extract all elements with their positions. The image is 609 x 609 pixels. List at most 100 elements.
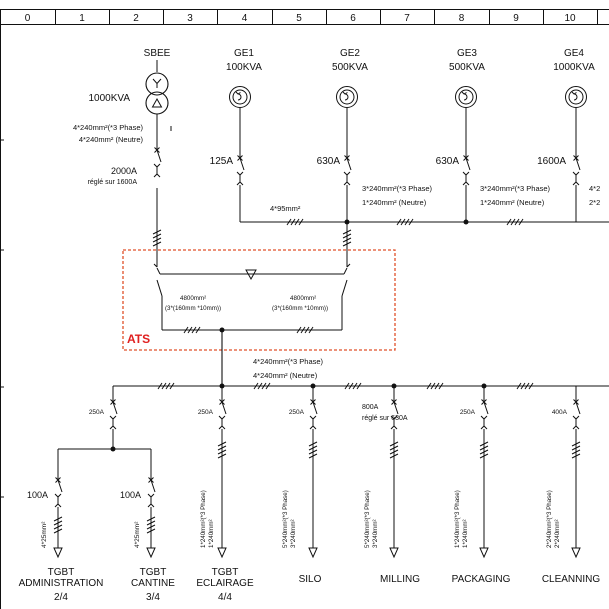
ruler-label-7: 7 (404, 13, 410, 24)
ruler-label-10: 10 (564, 13, 576, 24)
gen-breaker-icon (572, 155, 581, 186)
cable-hatch-icon (308, 441, 318, 459)
cable-hatch-icon (516, 382, 534, 390)
ruler-label-6: 6 (350, 13, 356, 24)
load-arrow-icon (308, 547, 318, 559)
generator-ge3: GE3 500KVA 630A (436, 48, 486, 167)
load-arrow-icon (146, 547, 156, 559)
load-labels: TGBT ADMINISTRATION 2/4 TGBT CANTINE 3/4… (19, 567, 601, 603)
generator-ge1: GE1 100KVA 125A (210, 48, 263, 167)
feeder-breaker-icon (572, 399, 581, 430)
generator-icon (455, 86, 477, 108)
sub-admin-breaker: 100A (27, 490, 48, 500)
generator-icon (229, 86, 251, 108)
feeder-eclairage-breaker: 250A (198, 409, 214, 416)
load-admin-page: 2/4 (54, 592, 68, 603)
cable-hatch-icon (253, 382, 271, 390)
cable-hatch-icon (571, 441, 581, 459)
ge3-breaker-rating: 630A (436, 156, 460, 167)
generator-bus: 4*95mm² 3*240mm²(*3 Phase) 1*240mm² (Neu… (240, 184, 609, 263)
sbee-breaker-note: réglé sur 1600A (88, 179, 138, 186)
feeders: 250A 250A 250A 800A réglé sur 630A 250A … (27, 386, 581, 559)
gen-breaker-icon (343, 155, 352, 186)
main-cable-neutral: 4*240mm² (Neutre) (253, 371, 318, 380)
ruler-label-1: 1 (79, 13, 85, 24)
ruler-label-5: 5 (296, 13, 302, 24)
feeder-admin-breaker: 250A (89, 409, 105, 416)
feeder-breaker-icon (109, 399, 118, 430)
feeder-breaker-icon (390, 399, 399, 430)
load-eclairage-name: TGBT (212, 567, 239, 578)
load-cantine-name: TGBT (140, 567, 167, 578)
cable-hatch-icon (426, 382, 444, 390)
sbee-cable-neutral: 4*240mm² (Neutre) (79, 135, 144, 144)
ats-bar-right-sub: (3*(160mm *10mm)) (272, 305, 328, 312)
main-cable-phase: 4*240mm²(*3 Phase) (253, 357, 324, 366)
ats-bar-hatch-icon (183, 326, 314, 334)
load-arrow-icon (479, 547, 489, 559)
load-eclairage-name2: ECLAIRAGE (196, 578, 254, 589)
load-cleanning-name: CLEANNING (542, 574, 601, 585)
sbee-cable-phase: 4*240mm²(*3 Phase) (73, 123, 144, 132)
cable-hatch-icon (183, 326, 201, 334)
load-cantine-page: 3/4 (146, 592, 160, 603)
packaging-cable-b: 1*240mm² (462, 519, 469, 548)
cable-hatch-icon (296, 326, 314, 334)
feeder-cleanning-breaker: 400A (552, 409, 568, 416)
ats-switch-right-icon (341, 279, 348, 297)
ge1-rating: 100KVA (226, 62, 262, 73)
cable-hatch-icon (217, 441, 227, 459)
eclairage-cable-a: 1*240mm²(*3 Phase) (200, 490, 207, 548)
sbee-breaker-icon (153, 147, 162, 178)
cable-hatch-icon (342, 229, 352, 247)
ge2-rating: 500KVA (332, 62, 368, 73)
sbee-breaker-rating: 2000A (111, 166, 137, 176)
ge2-name: GE2 (340, 48, 360, 59)
ge2-cable-neutral: 1*240mm² (Neutre) (362, 198, 427, 207)
ats-bar-right: 4800mm² (290, 295, 316, 302)
feeder-breaker-icon (309, 399, 318, 430)
ruler-label-9: 9 (513, 13, 519, 24)
sbee-breaker-icon (153, 147, 162, 178)
ge3-rating: 500KVA (449, 62, 485, 73)
generator-icon (565, 86, 587, 108)
load-arrow-icon (53, 547, 63, 559)
ge4-cable-neutral: 2*2 (589, 198, 600, 207)
sbee-name: SBEE (144, 48, 171, 59)
load-arrow-icon (389, 547, 399, 559)
ats-interlock-icon (245, 269, 257, 281)
cable-hatch-icon (344, 382, 362, 390)
sub-cantine-breaker: 100A (120, 490, 141, 500)
load-admin-name: TGBT (48, 567, 75, 578)
ats-panel: ATS 4800mm² (3*(160mm *10mm)) 4800mm² (3… (122, 249, 396, 351)
load-silo-name: SILO (299, 574, 322, 585)
main-cable: 4*240mm²(*3 Phase) 4*240mm² (Neutre) (221, 330, 324, 386)
feeder-milling-note: réglé sur 630A (362, 415, 408, 422)
ge4-cable-phase: 4*2 (589, 184, 600, 193)
ruler-label-8: 8 (459, 13, 465, 24)
gen-breaker-icon (462, 155, 471, 186)
ge4-name: GE4 (564, 48, 584, 59)
eclairage-cable-b: 1*240mm² (208, 519, 215, 548)
ats-bar-left-sub: (3*(160mm *10mm)) (165, 305, 221, 312)
cable-hatch-icon (506, 218, 524, 226)
sub-breaker-icon (54, 477, 63, 508)
ge3-cable-phase: 3*240mm²(*3 Phase) (480, 184, 551, 193)
ruler-label-2: 2 (133, 13, 139, 24)
milling-cable-a: 5*240mm²(*3 Phase) (364, 490, 371, 548)
sub-cantine-cable: 4*25mm² (134, 521, 141, 548)
distribution-hatch-icon (157, 382, 534, 390)
sbee-rating: 1000KVA (88, 93, 130, 104)
cable-hatch-icon (389, 441, 399, 459)
ge2-breaker-rating: 630A (317, 156, 341, 167)
generator-ge2: GE2 500KVA 630A (317, 48, 369, 167)
load-cantine-name2: CANTINE (131, 578, 175, 589)
packaging-cable-a: 1*240mm²(*3 Phase) (454, 490, 461, 548)
ruler-label-0: 0 (25, 13, 31, 24)
sbee-cable-hatch-icon (152, 229, 162, 247)
load-milling-name: MILLING (380, 574, 420, 585)
ats-bar-left: 4800mm² (180, 295, 206, 302)
generator-icon (336, 86, 358, 108)
